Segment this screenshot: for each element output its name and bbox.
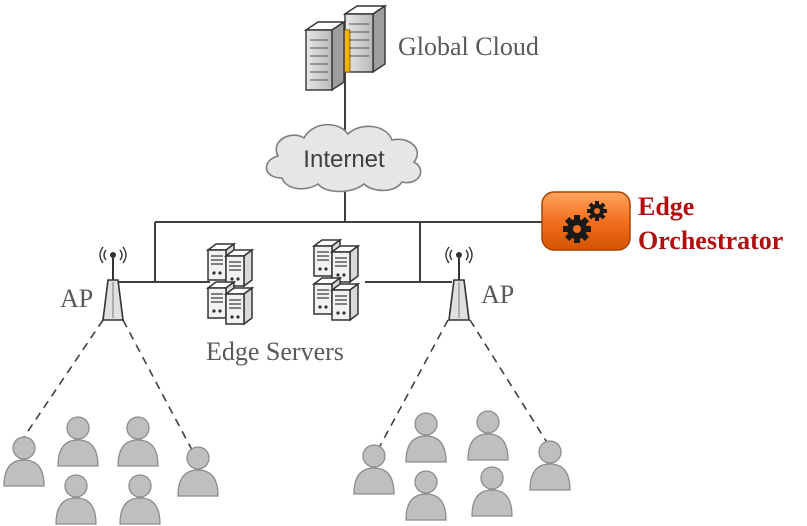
server-icon (207, 243, 253, 325)
wireless-link (379, 319, 449, 447)
cloud-icon (265, 123, 422, 193)
network-wires (118, 72, 542, 283)
server-rack-icon (303, 4, 388, 92)
edge-orchestrator-label-line2: Orchestrator (638, 226, 783, 255)
internet-label: Internet (303, 146, 385, 173)
person-icon (467, 410, 509, 461)
edge-orchestrator-label-line1: Edge (638, 192, 694, 221)
user-group-left (3, 416, 219, 525)
wireless-links (21, 319, 549, 451)
server-icon (313, 239, 359, 321)
person-icon (119, 474, 161, 525)
antenna-icon (445, 246, 473, 321)
person-icon (353, 444, 395, 495)
person-icon (3, 436, 45, 487)
ap-left-label: AP (60, 284, 93, 313)
person-icon (405, 470, 447, 521)
person-icon (405, 412, 447, 463)
person-icon (117, 416, 159, 467)
ap-right-label: AP (481, 280, 514, 309)
antenna-icon (99, 246, 127, 321)
edge-servers-label: Edge Servers (206, 337, 344, 366)
wireless-link (469, 319, 549, 445)
person-icon (529, 440, 571, 491)
wireless-link (21, 319, 104, 441)
gears-icon (563, 201, 607, 243)
wireless-link (122, 319, 193, 451)
global-cloud-label: Global Cloud (398, 32, 539, 61)
person-icon (177, 446, 219, 497)
person-icon (471, 466, 513, 517)
person-icon (55, 474, 97, 525)
person-icon (57, 416, 99, 467)
